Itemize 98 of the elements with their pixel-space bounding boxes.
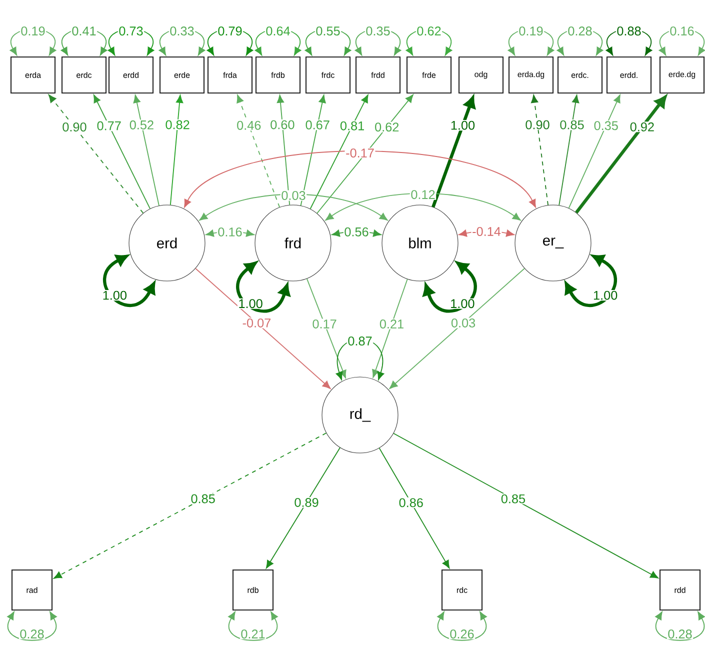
variable-box: erdc. <box>557 56 603 94</box>
variable-box: frda <box>207 56 253 94</box>
edge-label: 0.46 <box>236 120 262 131</box>
edge-label: 0.55 <box>314 26 342 36</box>
arrow <box>575 96 666 214</box>
edge-label: -0.07 <box>241 318 272 328</box>
edge-label: 0.60 <box>269 119 296 130</box>
arrow <box>389 268 525 389</box>
edge-label: 0.90 <box>524 119 551 130</box>
edge-label: 0.88 <box>616 26 642 36</box>
edge-label: 0.87 <box>346 336 374 346</box>
arrow <box>93 94 151 210</box>
variable-box: erdd. <box>606 56 652 94</box>
arrow <box>568 94 620 209</box>
edge-label: 0.26 <box>448 628 476 640</box>
edge-label: 0.85 <box>190 493 216 504</box>
edge-label: 0.86 <box>398 497 424 508</box>
edge-label: 0.77 <box>96 120 122 132</box>
covariance-arc <box>325 192 521 221</box>
edge-label: 0.82 <box>164 119 191 130</box>
edge-label: 1.00 <box>237 298 264 309</box>
variable-box: rdc <box>441 569 483 611</box>
covariance-arc <box>184 150 536 208</box>
edge-label: 0.03 <box>450 318 476 328</box>
variable-box: frdb <box>255 56 301 94</box>
edge-label: 0.79 <box>216 26 244 36</box>
variance-loop <box>228 612 278 641</box>
arrow <box>195 268 331 389</box>
edge-label: -0.17 <box>344 148 376 158</box>
edge-label: 0.41 <box>70 26 98 36</box>
arrow <box>48 94 144 214</box>
edge-label: 0.73 <box>118 26 144 36</box>
variance-loop <box>437 612 487 641</box>
edge-label: 0.17 <box>311 318 338 330</box>
covariance-arc <box>199 194 388 221</box>
arrow <box>133 94 160 206</box>
arrow <box>54 432 327 579</box>
variance-loop <box>236 262 290 313</box>
variable-box: rdb <box>232 569 274 611</box>
arrow <box>378 448 450 568</box>
variable-box: erdc <box>61 56 107 94</box>
arrow <box>276 94 290 206</box>
variable-box: erda.dg <box>508 56 554 94</box>
edge-label: 0.67 <box>304 120 331 130</box>
edge-label: 0.35 <box>364 26 392 36</box>
edge-label: 0.56 <box>343 226 370 238</box>
variance-loop <box>564 254 617 307</box>
edge-label: 0.90 <box>61 122 88 132</box>
edge-label: 0.33 <box>168 26 196 36</box>
edge-label: 1.00 <box>592 290 618 301</box>
edge-label: 0.62 <box>416 26 442 36</box>
edge-label: 0.28 <box>566 26 594 36</box>
edge-label: 1.00 <box>102 290 128 301</box>
edge-label: 0.35 <box>592 120 620 131</box>
arrow <box>236 94 280 208</box>
variable-box: erde <box>159 56 205 94</box>
edge-label: 1.00 <box>450 120 476 131</box>
variable-box: odg <box>458 56 504 94</box>
edge-label: 0.16 <box>668 26 696 36</box>
variance-loop <box>7 612 57 641</box>
arrow <box>531 94 548 206</box>
edge-label: 1.00 <box>449 298 476 309</box>
variable-box: erde.dg <box>659 56 705 94</box>
arrow <box>170 94 184 206</box>
edge-label: 0.21 <box>240 628 266 640</box>
edge-label: 0.92 <box>629 122 656 132</box>
variable-box: frde <box>406 56 452 94</box>
edge-label: 0.28 <box>666 628 694 640</box>
variance-loop <box>655 612 705 641</box>
arrow <box>310 94 368 210</box>
arrow <box>266 447 341 568</box>
edge-label: 0.19 <box>518 26 544 36</box>
edge-label: 0.81 <box>339 120 366 132</box>
variance-loop <box>422 262 477 313</box>
edge-label: 0.89 <box>293 497 320 508</box>
edge-label: 0.52 <box>128 120 155 130</box>
edge-label: 0.12 <box>410 189 436 200</box>
edge-label: 0.85 <box>558 120 586 130</box>
edge-label: -0.14 <box>471 226 502 237</box>
edge-label: 0.28 <box>18 628 46 640</box>
variable-box: frdc <box>305 56 351 94</box>
arrow <box>372 278 408 378</box>
variable-box: erda <box>10 56 56 94</box>
variable-box: rdd <box>659 569 701 611</box>
edge-label: 0.21 <box>378 318 405 330</box>
arrow <box>558 94 580 206</box>
arrow <box>432 96 476 208</box>
variable-box: rad <box>11 569 53 611</box>
edge-label: 0.85 <box>500 494 526 504</box>
edge-label: 0.64 <box>264 26 292 36</box>
arrow <box>393 432 658 578</box>
edge-label: 0.19 <box>20 26 46 36</box>
variance-loop <box>103 254 156 307</box>
edge-label: 0.62 <box>374 122 400 132</box>
variable-box: frdd <box>355 56 401 94</box>
edge-label: 0.03 <box>280 190 307 201</box>
edge-label: 0.16 <box>216 226 244 238</box>
variable-box: erdd <box>108 56 154 94</box>
